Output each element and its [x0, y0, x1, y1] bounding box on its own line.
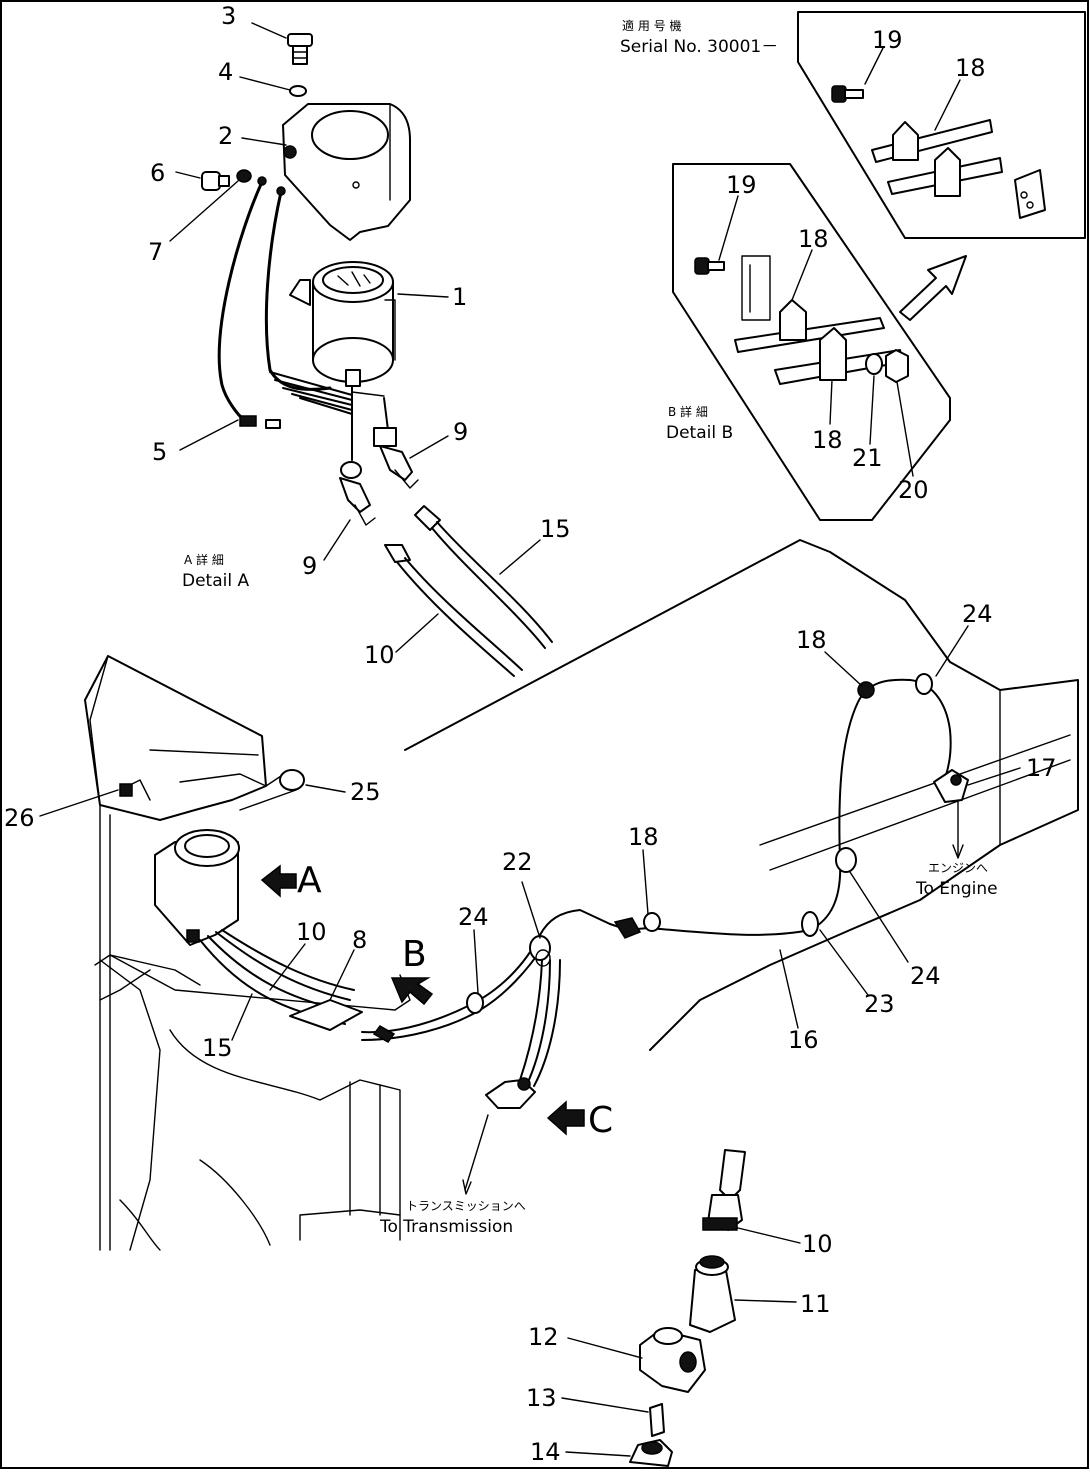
- grommet-25: [279, 769, 305, 791]
- callout-22: 22: [502, 848, 533, 876]
- callout-6: 6: [150, 159, 165, 187]
- bolt-3: [287, 33, 313, 65]
- view-a-arrow-icon: [260, 864, 297, 898]
- callout-24-lower: 24: [910, 962, 941, 990]
- callout-4: 4: [218, 58, 233, 86]
- view-a-label: A: [297, 860, 322, 901]
- bolt-19-detail-b: [694, 257, 725, 275]
- view-b-label: B: [402, 934, 427, 975]
- engine-caption-jp: エンジンへ: [928, 861, 988, 875]
- callout-18-main: 18: [628, 823, 659, 851]
- callout-19-serial: 19: [872, 26, 903, 54]
- callout-18-serial: 18: [955, 54, 986, 82]
- callout-8: 8: [352, 926, 367, 954]
- callout-17: 17: [1026, 754, 1057, 782]
- captions: 適 用 号 機 Serial No. 30001－ B 詳 細 Detail B…: [182, 18, 998, 1237]
- cover-bracket-2: [282, 103, 411, 241]
- callout-3: 3: [221, 2, 236, 30]
- leader-lines: [39, 22, 1021, 1457]
- transmission-caption-jp: トランスミッションへ: [406, 1199, 526, 1213]
- callout-9-upper: 9: [453, 418, 468, 446]
- mounted-meter-a: [154, 829, 240, 946]
- callout-16: 16: [788, 1026, 819, 1054]
- exploded-lower-parts: [629, 1149, 746, 1467]
- detail-b-arrow-icon: [899, 255, 967, 321]
- callout-21: 21: [852, 444, 883, 472]
- sensor-17: [933, 769, 969, 859]
- washer-21: [865, 353, 883, 375]
- detail-a-assembly: [201, 33, 553, 677]
- detail-a-caption-jp: A 詳 細: [184, 552, 224, 567]
- harness-5: [217, 176, 353, 429]
- screw-6: [201, 171, 230, 191]
- washer-4: [289, 85, 307, 97]
- callout-24-upper: 24: [962, 600, 993, 628]
- callout-2: 2: [218, 122, 233, 150]
- nut-20: [885, 349, 909, 383]
- callout-25: 25: [350, 778, 381, 806]
- cable-to-transmission: [462, 959, 561, 1195]
- view-b-arrow-icon: [390, 977, 434, 1006]
- cable-16: [609, 678, 952, 939]
- cable-10-detail: [384, 544, 523, 677]
- view-c-label: C: [588, 1100, 613, 1141]
- machine-body: [84, 539, 1079, 1251]
- callout-10-detail: 10: [364, 641, 395, 669]
- callout-20: 20: [898, 476, 929, 504]
- cables-10-15-main: [199, 909, 611, 1043]
- callout-10-lower: 10: [802, 1230, 833, 1258]
- callout-1: 1: [452, 283, 467, 311]
- washer-7: [236, 169, 252, 183]
- callout-13: 13: [526, 1384, 557, 1412]
- callout-9-lower: 9: [302, 552, 317, 580]
- callout-10-main: 10: [296, 918, 327, 946]
- callout-26: 26: [4, 804, 35, 832]
- hour-meter-1: [289, 261, 396, 387]
- callout-18-main-upper: 18: [796, 626, 827, 654]
- clamp-24-lower: [835, 847, 857, 873]
- transmission-caption-en: To Transmission: [379, 1217, 513, 1237]
- callout-15-main: 15: [202, 1034, 233, 1062]
- serial-inset-panel: [797, 11, 1086, 239]
- clamp-24-left: [466, 992, 484, 1014]
- callout-7: 7: [148, 238, 163, 266]
- plate-8: [289, 999, 363, 1031]
- bolt-19-serial-inset: [831, 85, 864, 103]
- clamp-24-upper: [915, 673, 933, 695]
- view-c-arrow-icon: [546, 1100, 585, 1136]
- callout-numbers: 3 4 2 6 7 1 5 9 9 15 10 19 18 19 18 18 2…: [4, 2, 1057, 1466]
- elbow-fitting-9-lower: [339, 461, 376, 526]
- engine-caption-en: To Engine: [915, 879, 998, 899]
- detail-b-caption-en: Detail B: [666, 423, 733, 443]
- callout-23: 23: [864, 990, 895, 1018]
- callout-24-left: 24: [458, 903, 489, 931]
- callout-15-detail: 15: [540, 515, 571, 543]
- detail-b-panel: [672, 163, 967, 521]
- callout-18-detail-b-bottom: 18: [812, 426, 843, 454]
- clamp-23: [801, 911, 819, 937]
- callout-14: 14: [530, 1438, 561, 1466]
- callout-5: 5: [152, 438, 167, 466]
- callout-12: 12: [528, 1323, 559, 1351]
- callout-19-detail-b: 19: [726, 171, 757, 199]
- serial-caption-jp: 適 用 号 機: [622, 18, 681, 33]
- serial-caption-en: Serial No. 30001－: [620, 37, 778, 57]
- elbow-fitting-9-upper: [373, 427, 419, 489]
- callout-18-detail-b-top: 18: [798, 225, 829, 253]
- detail-a-caption-en: Detail A: [182, 571, 249, 591]
- callout-11: 11: [800, 1290, 831, 1318]
- cable-15-detail: [414, 505, 553, 649]
- detail-b-caption-jp: B 詳 細: [668, 404, 708, 419]
- clamp-18-main: [643, 912, 661, 932]
